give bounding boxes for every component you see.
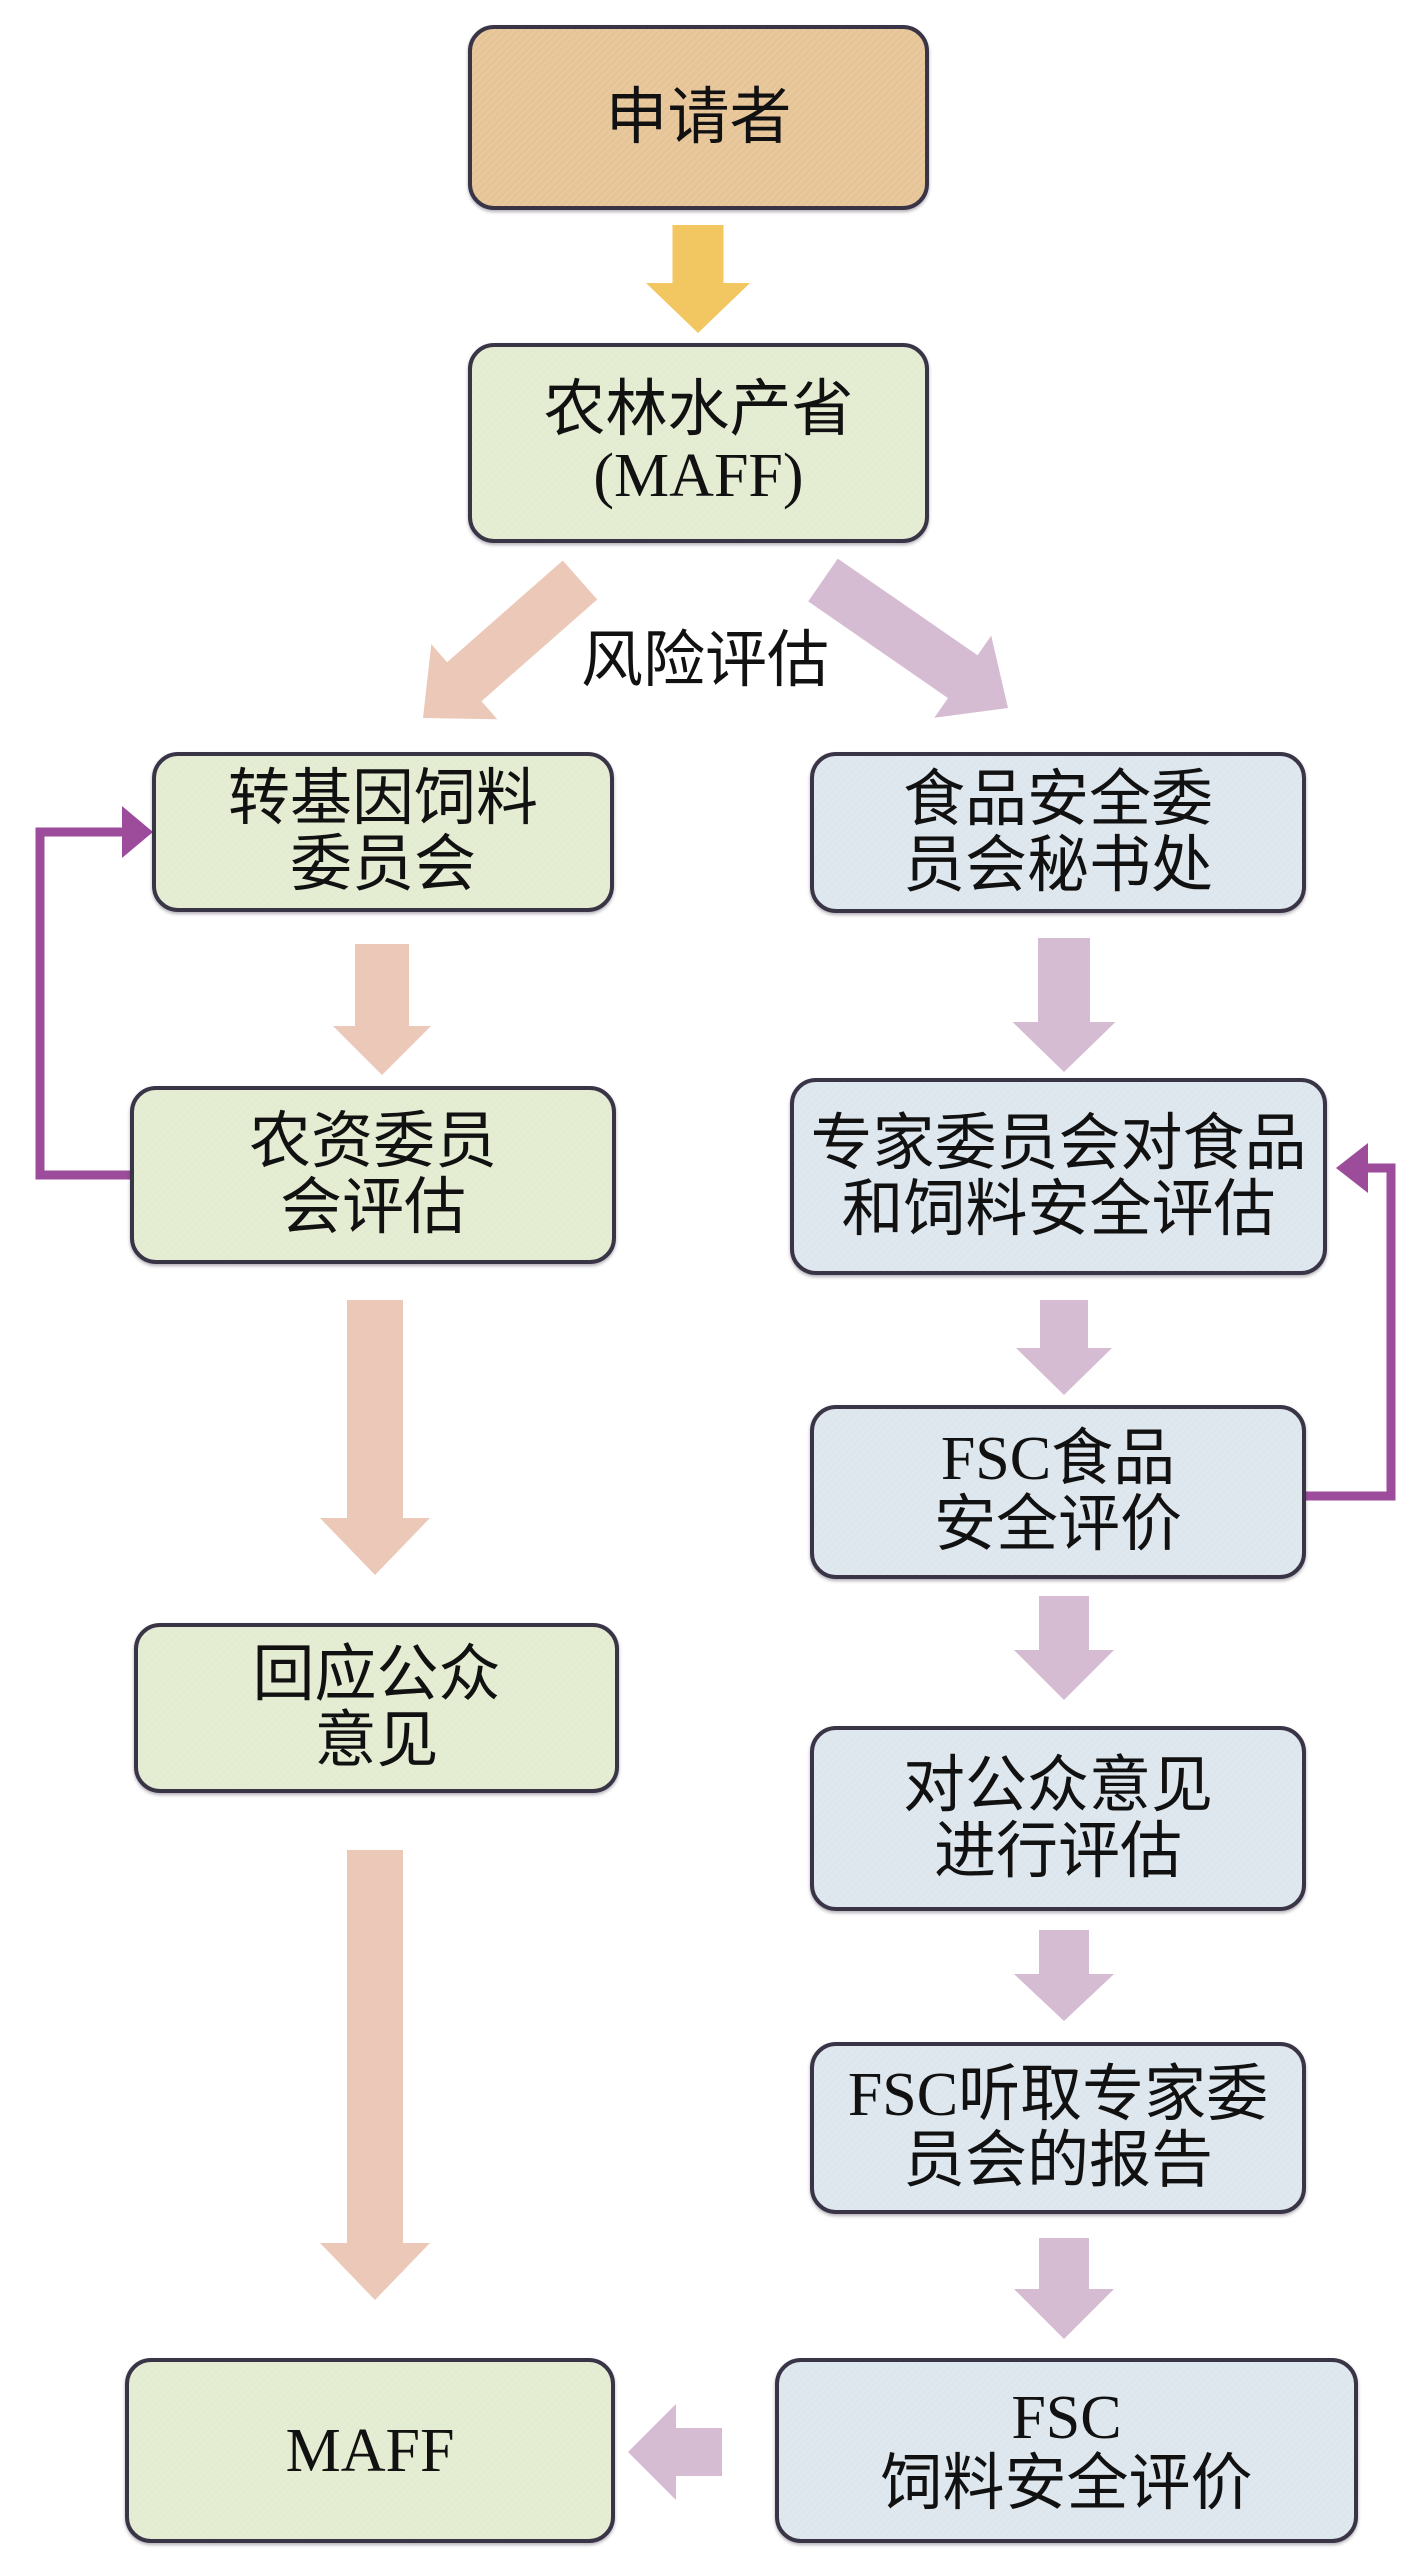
node-text: 转基因饲料 (227, 765, 538, 833)
node-text: 和饲料安全评估 (841, 1175, 1276, 1244)
node-applicant: 申请者 (468, 25, 929, 210)
feedback-arrowhead (1336, 1143, 1368, 1193)
node-maff-final: MAFF (125, 2358, 615, 2543)
risk-assessment-label: 风险评估 (580, 627, 829, 695)
node-text: 食品安全委 (902, 765, 1213, 834)
node-text: 委员会 (289, 831, 476, 899)
node-public-response: 回应公众 意见 (134, 1623, 619, 1793)
arrow-public-response-to-maff-final (320, 1850, 430, 2300)
arrow-applicant-to-maff-top (646, 225, 750, 333)
node-text: 员会的报告 (902, 2127, 1213, 2195)
arrow-fsc-food-eval-to-public-comment-eval (1014, 1596, 1114, 1700)
arrow-maff-top-to-gm-feed-committee (423, 560, 598, 720)
node-text: FSC听取专家委 (847, 2061, 1269, 2129)
node-text: 农资委员 (248, 1108, 497, 1176)
node-public-comment-eval: 对公众意见 进行评估 (810, 1726, 1306, 1911)
arrow-maff-top-to-fsc-secretariat (808, 558, 1008, 718)
node-text: 专家委员会对食品 (810, 1109, 1307, 1178)
node-text: FSC食品 (940, 1425, 1176, 1493)
arrow-gm-feed-committee-to-agri-material-committee (333, 944, 431, 1075)
arrow-fsc-hearing-to-fsc-feed-eval (1014, 2238, 1114, 2339)
node-maff-top: 农林水产省 (MAFF) (468, 343, 929, 543)
arrow-expert-committee-to-fsc-food-eval (1016, 1300, 1112, 1395)
node-text: 会评估 (279, 1174, 466, 1242)
arrow-fsc-feed-eval-to-maff-final (628, 2404, 722, 2500)
node-gm-feed-committee: 转基因饲料 委员会 (152, 752, 614, 912)
node-text: MAFF (285, 2416, 455, 2485)
node-fsc-feed-eval: FSC 饲料安全评价 (775, 2358, 1358, 2543)
node-text: 意见 (314, 1707, 439, 1775)
node-text: 安全评价 (933, 1491, 1182, 1559)
arrow-agri-material-committee-to-gm-feed-committee-feedback (35, 806, 153, 1180)
node-text: 对公众意见 (902, 1751, 1213, 1820)
node-fsc-hearing: FSC听取专家委 员会的报告 (810, 2042, 1306, 2214)
node-text: 回应公众 (252, 1641, 501, 1709)
feedback-line (1306, 1163, 1396, 1501)
arrow-public-comment-eval-to-fsc-hearing (1014, 1930, 1114, 2021)
arrow-fsc-secretariat-to-expert-committee (1012, 938, 1116, 1072)
node-text: 员会秘书处 (902, 831, 1213, 900)
node-expert-committee: 专家委员会对食品 和饲料安全评估 (790, 1078, 1327, 1275)
node-agri-material-committee: 农资委员 会评估 (130, 1086, 616, 1264)
arrow-agri-material-committee-to-public-response (320, 1300, 430, 1575)
node-fsc-food-eval: FSC食品 安全评价 (810, 1405, 1306, 1579)
node-text: 进行评估 (933, 1817, 1182, 1886)
node-fsc-secretariat: 食品安全委 员会秘书处 (810, 752, 1306, 913)
node-text: FSC (1011, 2383, 1122, 2452)
feedback-arrowhead (122, 806, 153, 858)
feedback-line (35, 827, 130, 1180)
node-text: 饲料安全评价 (880, 2449, 1253, 2518)
arrow-fsc-food-eval-to-expert-committee-feedback (1306, 1143, 1396, 1501)
node-text: (MAFF) (593, 442, 804, 510)
node-text: 农林水产省 (543, 376, 854, 444)
node-text: 申请者 (605, 83, 792, 152)
